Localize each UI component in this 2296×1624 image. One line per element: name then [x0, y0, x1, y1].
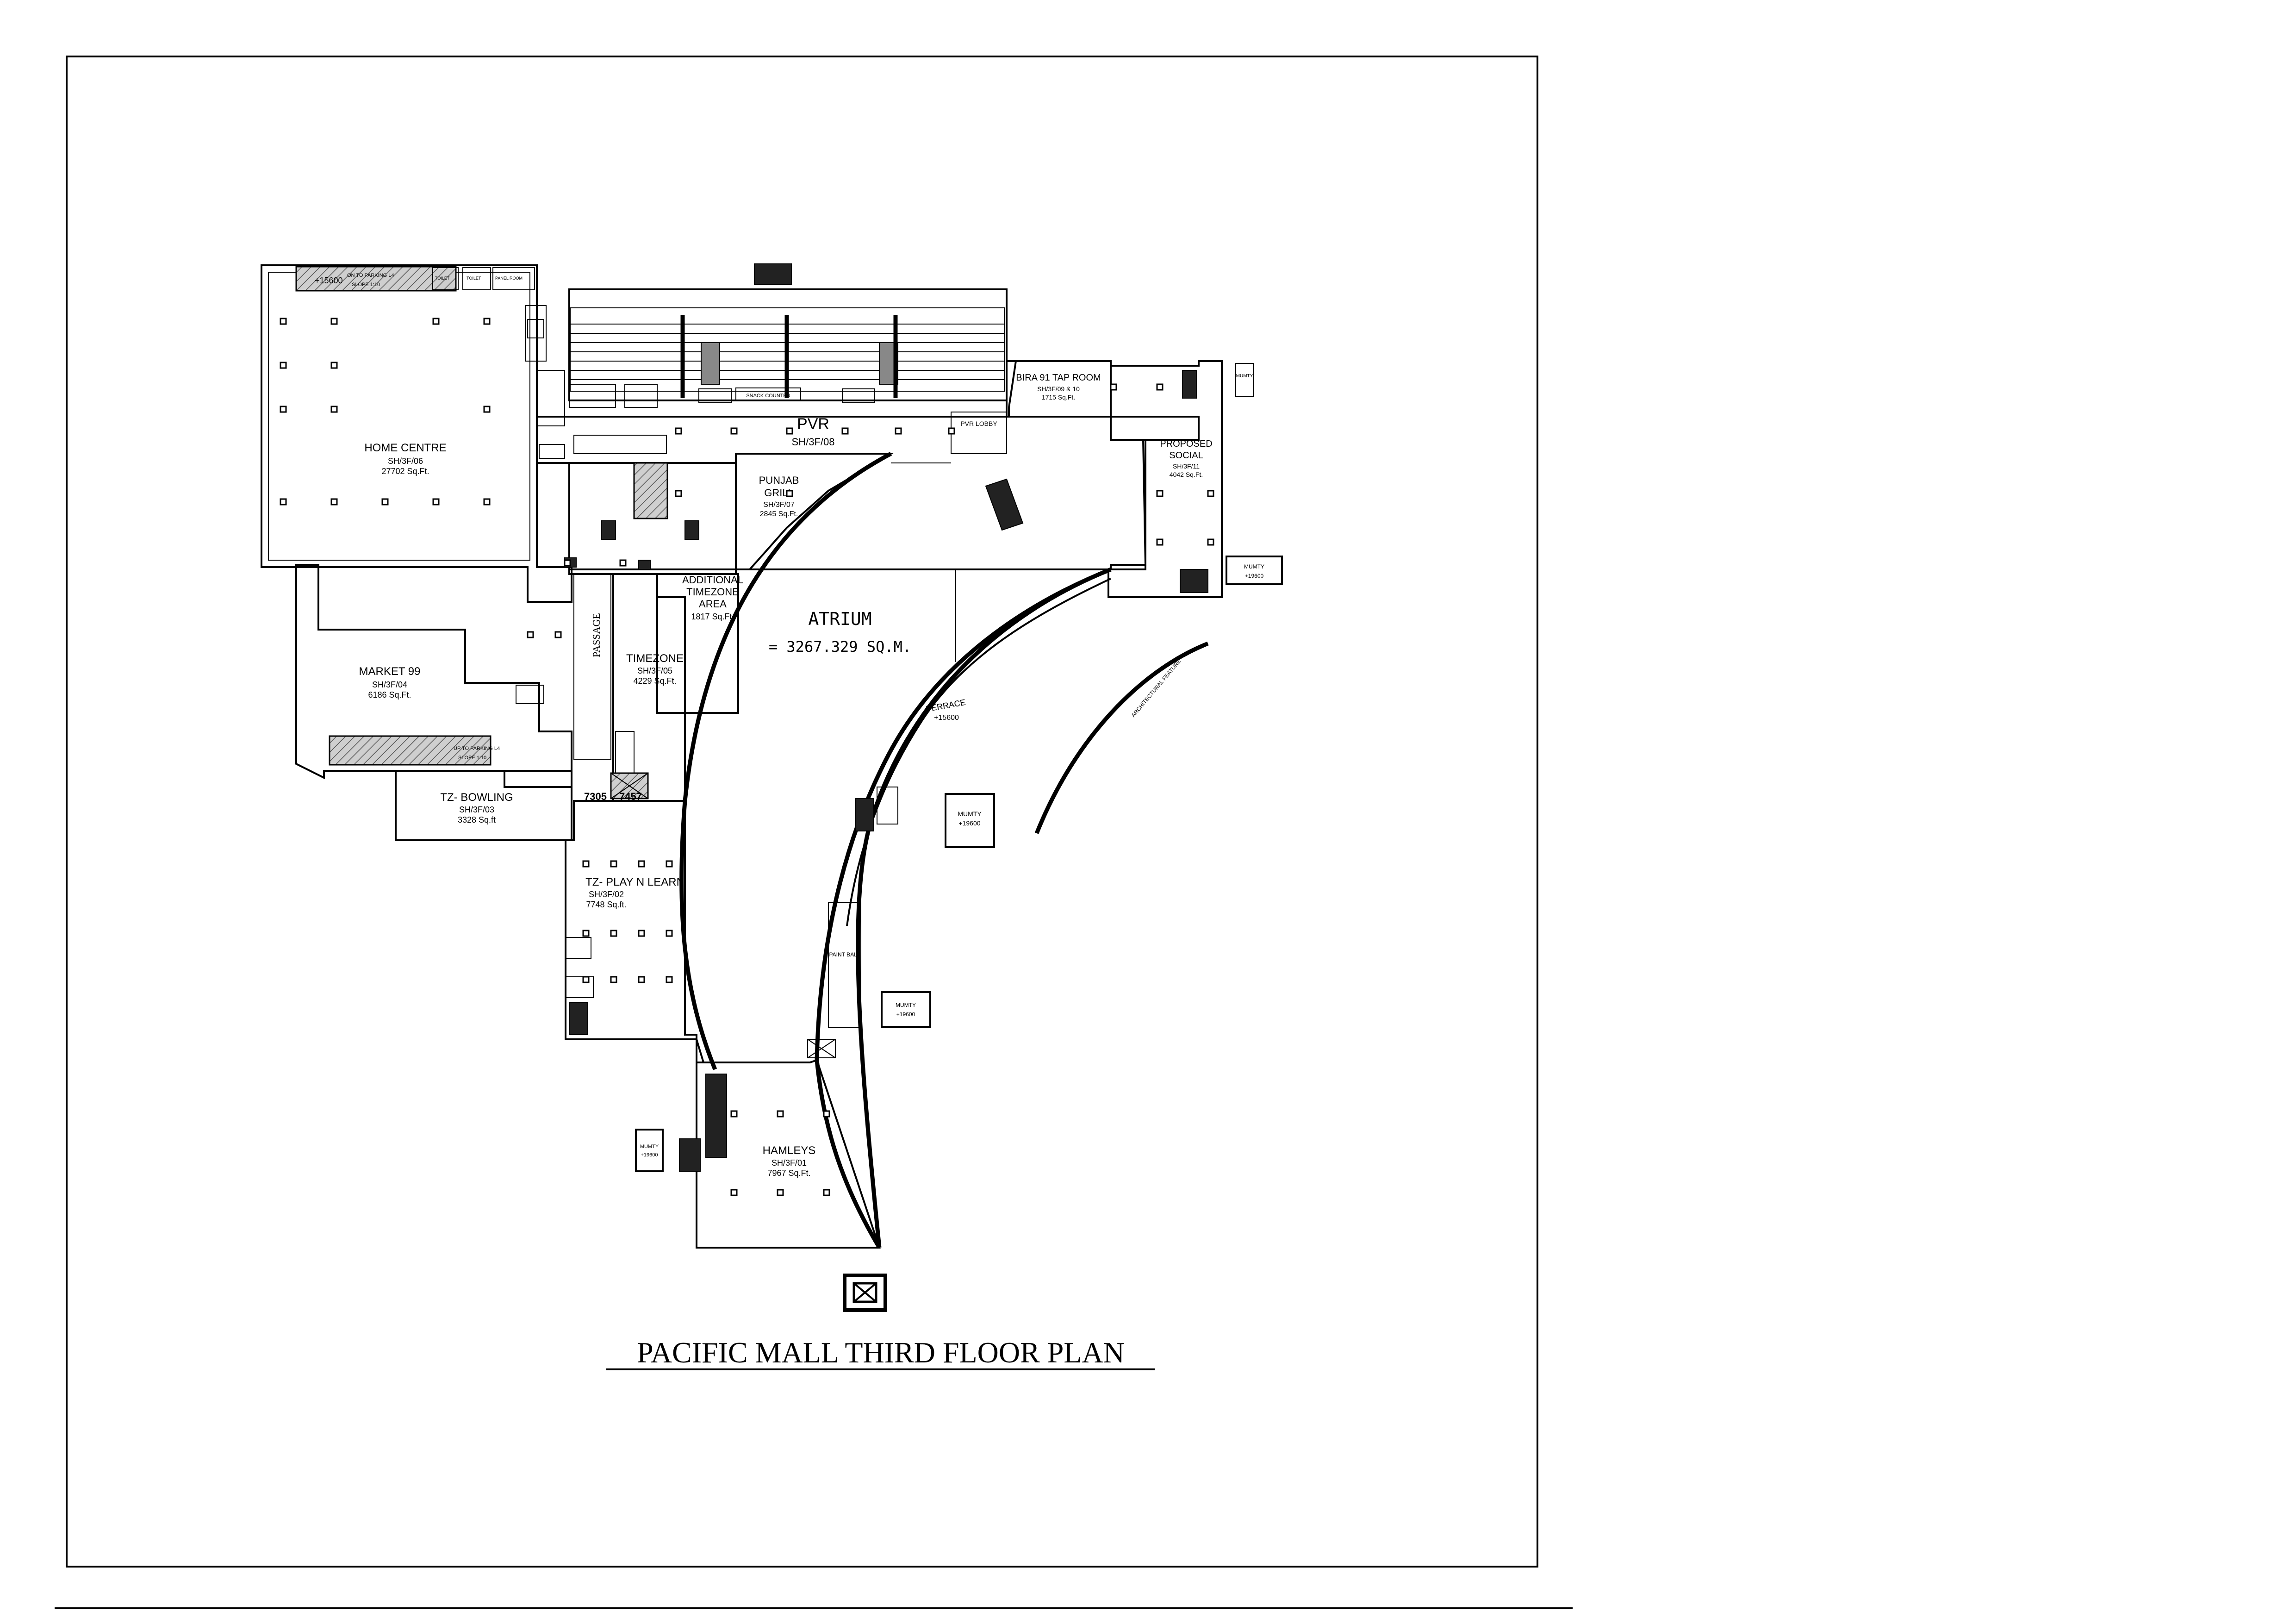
terrace-outer-curve	[856, 567, 1112, 1248]
home-centre-slope: SLOPE 1:10	[352, 282, 380, 287]
home-centre-level: +15600	[315, 276, 343, 285]
tz-play-code: SH/3F/02	[589, 890, 624, 899]
bira-area: 1715 Sq.Ft.	[1042, 394, 1075, 401]
hamleys-area: 7967 Sq.Ft.	[767, 1168, 810, 1178]
tz-play-area: 7748 Sq.ft.	[586, 900, 626, 909]
paint-ball-label: PAINT BALL	[829, 951, 860, 958]
drawing-frame	[66, 56, 1538, 1568]
punjab-grill-code: SH/3F/07	[763, 501, 795, 509]
mumty-mid-label: MUMTY	[958, 810, 982, 818]
panel-room-label: PANEL ROOM	[495, 276, 523, 281]
hamleys-block	[679, 1039, 881, 1249]
snack-counter-label: SNACK COUNTER	[746, 393, 790, 399]
punjab-grill-block	[735, 453, 895, 570]
pvr-lobby-label: PVR LOBBY	[960, 420, 997, 427]
tz-play-block	[565, 800, 705, 1063]
additional-timezone-line3: AREA	[699, 598, 727, 610]
tz-play-name: TZ- PLAY N LEARN	[585, 876, 684, 888]
passage-label: PASSAGE	[591, 613, 602, 657]
dimension-7457: 7457	[619, 791, 642, 802]
hamleys-code: SH/3F/01	[772, 1158, 807, 1168]
atrium-inner-curve	[679, 452, 892, 1070]
toilet-label-2: TOILET	[467, 276, 481, 281]
proposed-social-area: 4042 Sq.Ft.	[1170, 471, 1203, 478]
drawing-title: PACIFIC MALL THIRD FLOOR PLAN	[637, 1336, 1125, 1369]
timezone-name: TIMEZONE	[626, 652, 684, 665]
mumty-lower-box	[881, 991, 931, 1028]
market99-slope: SLOPE 1:10	[458, 755, 486, 761]
paint-ball-block	[828, 902, 861, 1028]
mumty-lower-label: MUMTY	[896, 1002, 916, 1008]
structural-columns	[280, 318, 1214, 1196]
market99-name: MARKET 99	[359, 665, 421, 678]
punjab-grill-line1: PUNJAB	[759, 475, 799, 486]
home-centre-area: 27702 Sq.Ft.	[381, 467, 429, 476]
punjab-grill-area: 2845 Sq.Ft.	[760, 510, 798, 518]
hamleys-right-curve	[815, 1060, 881, 1249]
dimension-7305: 7305	[584, 791, 607, 802]
additional-timezone-area: 1817 Sq.Ft.	[691, 612, 734, 621]
proposed-social-block	[1108, 360, 1254, 598]
atrium-area: = 3267.329 SQ.M.	[769, 638, 911, 656]
mumty-mid-level: +19600	[958, 819, 980, 827]
terrace-lift	[877, 787, 898, 824]
tz-bowling-code: SH/3F/03	[459, 805, 494, 814]
home-centre-ramp-label: ON TO PARKING L4	[347, 273, 394, 278]
home-centre-block	[261, 264, 572, 603]
tz-bowling-name: TZ- BOWLING	[440, 791, 513, 804]
atrium-name: ATRIUM	[808, 609, 871, 629]
home-centre-code: SH/3F/06	[388, 456, 423, 466]
proposed-social-line2: SOCIAL	[1169, 450, 1203, 461]
mumty-right-level: +19600	[1245, 573, 1264, 579]
mumty-hamleys-box	[635, 1129, 664, 1172]
mumty-right-label: MUMTY	[1244, 563, 1264, 570]
terrace-edge-curve	[846, 578, 1111, 926]
terrace-level: +15600	[934, 714, 959, 722]
hamleys-name: HAMLEYS	[763, 1144, 816, 1157]
timezone-area: 4229 Sq.Ft.	[633, 676, 676, 686]
additional-timezone-line1: ADDITIONAL	[682, 574, 743, 586]
pvr-code: SH/3F/08	[792, 436, 835, 448]
pvr-internal-rooms	[539, 435, 737, 575]
toilet-label-1: TOILET	[435, 276, 450, 281]
tz-bowling-area: 3328 Sq.ft	[458, 815, 496, 824]
proposed-social-line1: PROPOSED	[1160, 439, 1212, 449]
pvr-name: PVR	[797, 415, 829, 433]
timezone-code: SH/3F/05	[637, 666, 672, 675]
mumty-lower-level: +19600	[896, 1011, 915, 1018]
tz-bowling-block	[395, 770, 572, 841]
home-centre-name: HOME CENTRE	[364, 442, 446, 454]
market99-block	[295, 566, 572, 788]
market99-area: 6186 Sq.Ft.	[368, 690, 411, 700]
terrace-stair-dark	[855, 798, 874, 831]
bira-code: SH/3F/09 & 10	[1037, 385, 1080, 393]
proposed-social-code: SH/3F/11	[1173, 462, 1200, 470]
market99-code: SH/3F/04	[372, 680, 407, 689]
mumty-hamleys-label: MUMTY	[640, 1144, 659, 1149]
market99-ramp-label: UP TO PARKING L4	[454, 746, 500, 751]
pvr-escalator	[985, 478, 1024, 531]
bira-name: BIRA 91 TAP ROOM	[1016, 373, 1101, 383]
timezone-block	[573, 573, 686, 802]
additional-timezone-line2: TIMEZONE	[686, 586, 739, 598]
mumty-top-right: MUMTY	[1236, 374, 1253, 379]
north-symbol	[843, 1274, 887, 1312]
mumty-hamleys-level: +19600	[641, 1152, 658, 1158]
pvr-lobby-block	[951, 412, 1007, 454]
architectural-feature-arc	[1034, 641, 1209, 834]
mumty-mid-box	[945, 793, 995, 848]
mumty-right-box	[1226, 556, 1283, 585]
